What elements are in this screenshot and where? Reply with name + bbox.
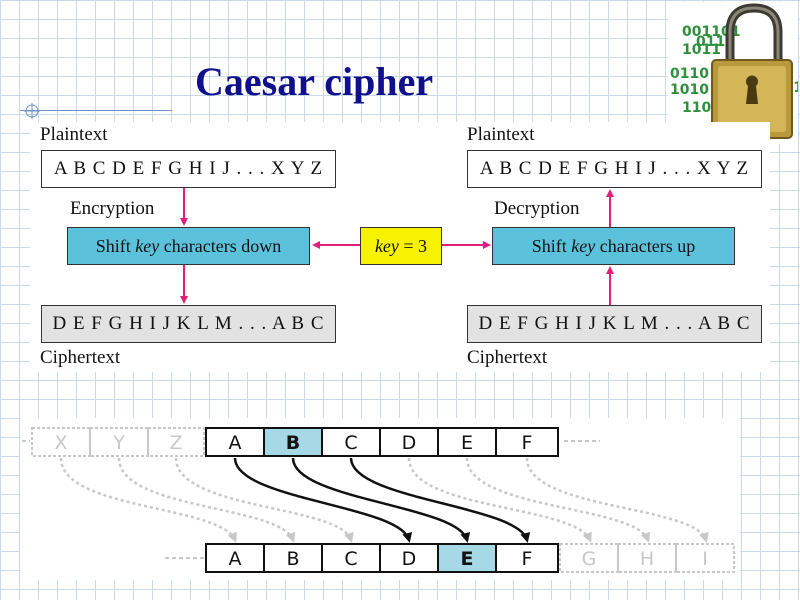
lock-binary-4: 1010 bbox=[670, 82, 709, 98]
bottom-letter-e: E bbox=[461, 548, 474, 570]
top-faded-letter-y: Y bbox=[112, 432, 125, 454]
enc-plaintext-label: Plaintext bbox=[40, 124, 108, 145]
top-letter-f: F bbox=[522, 432, 533, 454]
faded-shift-curves bbox=[59, 457, 709, 543]
encryption-label: Encryption bbox=[70, 198, 155, 219]
top-letter-c: C bbox=[344, 432, 357, 454]
faded-curve-d-to-g bbox=[407, 457, 592, 543]
bottom-faded-letter-h: H bbox=[640, 548, 654, 570]
top-letter-d: D bbox=[402, 432, 417, 454]
key-value: = 3 bbox=[398, 235, 428, 256]
top-faded-letter-z: Z bbox=[169, 432, 182, 454]
shift-up-box: Shift key characters up bbox=[492, 227, 735, 265]
curve-b-to-e bbox=[291, 457, 471, 543]
bottom-cells: A B C D E F bbox=[205, 543, 559, 573]
bottom-faded-cell-i bbox=[675, 543, 735, 573]
top-faded-cells: X Y Z bbox=[31, 427, 205, 457]
top-cell-f bbox=[495, 427, 559, 457]
shift-up-suffix: characters up bbox=[595, 235, 696, 256]
shift-up-prefix: Shift bbox=[531, 235, 572, 256]
top-letter-b: B bbox=[286, 432, 300, 454]
bottom-faded-letter-g: G bbox=[582, 548, 597, 570]
decryption-label: Decryption bbox=[494, 198, 580, 219]
bottom-cell-c bbox=[321, 543, 381, 573]
top-faded-letter-x: X bbox=[54, 432, 67, 454]
lock-binary-1: 0111 bbox=[696, 34, 735, 50]
lock-binary-2: 1011 bbox=[682, 42, 721, 58]
dec-plaintext-box: A B C D E F G H I J . . . X Y Z bbox=[467, 150, 762, 188]
bottom-cell-b bbox=[263, 543, 323, 573]
top-letter-a: A bbox=[229, 432, 242, 454]
bottom-letter-c: C bbox=[344, 548, 357, 570]
key-box: key = 3 bbox=[360, 227, 442, 265]
faded-curve-y-to-b bbox=[117, 457, 296, 543]
shift-curves bbox=[233, 457, 531, 543]
shift-down-key: key bbox=[135, 235, 160, 256]
title-underline bbox=[20, 110, 172, 111]
crosshair-icon bbox=[24, 103, 40, 119]
shift-down-suffix: characters down bbox=[159, 235, 282, 256]
page-title: Caesar cipher bbox=[195, 59, 434, 104]
curve-c-to-f bbox=[349, 457, 531, 543]
top-faded-cell-z bbox=[147, 427, 205, 457]
bottom-faded-letter-i: I bbox=[702, 548, 708, 570]
key-word: key bbox=[374, 235, 399, 256]
faded-curve-x-to-a bbox=[59, 457, 237, 543]
bottom-faded-cells: G H I bbox=[559, 543, 735, 573]
bottom-letter-b: B bbox=[286, 548, 299, 570]
bottom-letter-a: A bbox=[229, 548, 242, 570]
shift-down-prefix: Shift bbox=[95, 235, 136, 256]
bottom-cell-f bbox=[495, 543, 559, 573]
faded-curve-f-to-i bbox=[525, 457, 709, 543]
enc-ciphertext-label: Ciphertext bbox=[40, 347, 121, 368]
top-cells: A B C D E F bbox=[205, 427, 559, 457]
dec-ciphertext-box: D E F G H I J K L M . . . A B C bbox=[467, 305, 762, 343]
top-cell-d bbox=[379, 427, 439, 457]
shift-up-key: key bbox=[571, 235, 596, 256]
bottom-cell-d bbox=[379, 543, 439, 573]
faded-curve-z-to-c bbox=[174, 457, 354, 543]
enc-ciphertext-box: D E F G H I J K L M . . . A B C bbox=[41, 305, 336, 343]
bottom-letter-f: F bbox=[522, 548, 533, 570]
top-faded-cell-y bbox=[89, 427, 149, 457]
bottom-letter-d: D bbox=[402, 548, 417, 570]
dec-ciphertext-label: Ciphertext bbox=[467, 347, 548, 368]
shift-down-box: Shift key characters down bbox=[67, 227, 310, 265]
enc-plaintext-box: A B C D E F G H I J . . . X Y Z bbox=[41, 150, 336, 188]
faded-curve-e-to-h bbox=[465, 457, 651, 543]
dec-plaintext-label: Plaintext bbox=[467, 124, 535, 145]
top-cell-c bbox=[321, 427, 381, 457]
top-letter-e: E bbox=[461, 432, 473, 454]
curve-a-to-d bbox=[233, 457, 413, 543]
padlock-icon: 0111 1011 0110 1010 1101 001101 0111 bbox=[668, 2, 798, 144]
top-cell-b bbox=[263, 427, 323, 457]
lock-binary-3: 0110 bbox=[670, 66, 709, 82]
